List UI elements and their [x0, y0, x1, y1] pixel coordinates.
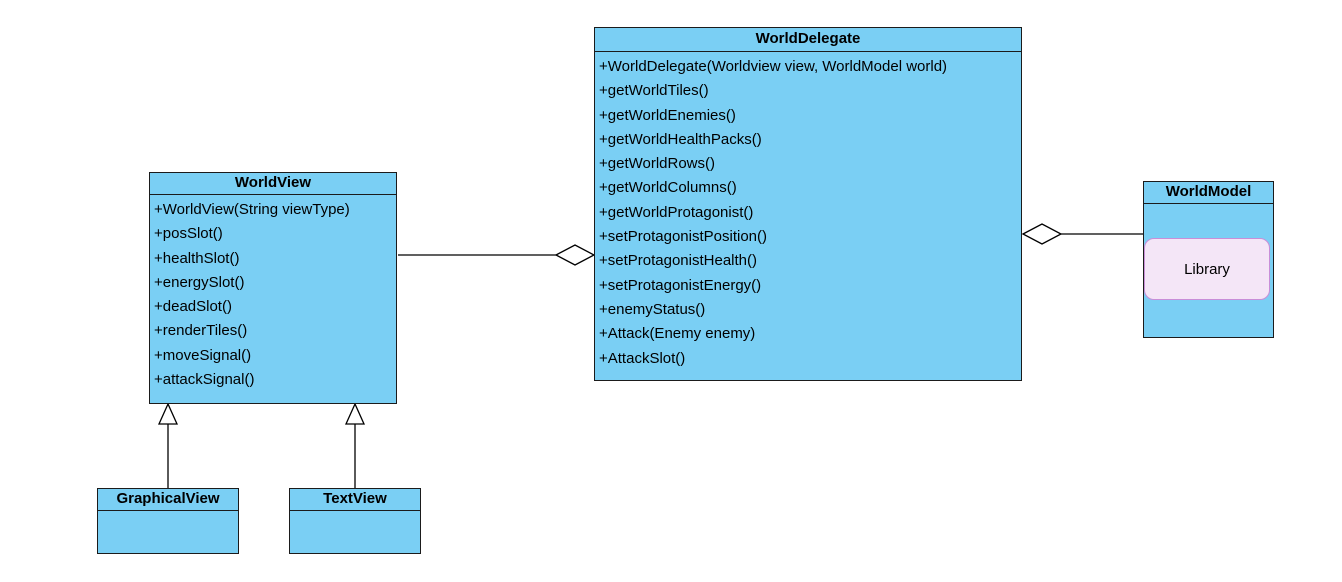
operation: +setProtagonistHealth() [599, 252, 757, 270]
operation: +getWorldHealthPacks() [599, 130, 762, 148]
class-name: WorldModel [1144, 182, 1273, 204]
class-name: TextView [290, 489, 420, 511]
operation: +WorldDelegate(Worldview view, WorldMode… [599, 58, 948, 75]
operation: +deadSlot() [154, 298, 232, 316]
class-name: WorldDelegate [595, 28, 1021, 52]
operation: +posSlot() [154, 225, 223, 243]
operation: +getWorldTiles() [599, 82, 709, 100]
operations-list: +WorldDelegate(Worldview view, WorldMode… [595, 52, 1021, 371]
operation: +energySlot() [154, 273, 245, 291]
library-component[interactable]: Library [1144, 238, 1270, 300]
aggregation-worldview-worlddelegate [398, 244, 596, 266]
operation: +enemyStatus() [599, 300, 706, 318]
operation: +attackSignal() [154, 371, 255, 389]
class-textview[interactable]: TextView [289, 488, 421, 554]
class-graphicalview[interactable]: GraphicalView [97, 488, 239, 554]
operations-list: +WorldView(String viewType) +posSlot() +… [150, 195, 396, 392]
operation: +getWorldColumns() [599, 179, 737, 197]
operation: +getWorldEnemies() [599, 106, 736, 124]
class-name: GraphicalView [98, 489, 238, 511]
operation: +setProtagonistEnergy() [599, 276, 762, 294]
operation: +Attack(Enemy enemy) [599, 325, 756, 343]
operation: +AttackSlot() [599, 349, 686, 367]
operation: +setProtagonistPosition() [599, 228, 768, 246]
operation: +getWorldRows() [599, 155, 716, 173]
class-name: WorldView [150, 173, 396, 195]
class-worlddelegate[interactable]: WorldDelegate +WorldDelegate(Worldview v… [594, 27, 1022, 381]
operation: +healthSlot() [154, 249, 240, 267]
generalization-textview-worldview [344, 402, 366, 488]
class-worldview[interactable]: WorldView +WorldView(String viewType) +p… [149, 172, 397, 404]
generalization-graphicalview-worldview [157, 402, 179, 488]
operation: +moveSignal() [154, 346, 252, 364]
operation: +renderTiles() [154, 322, 248, 340]
operation: +WorldView(String viewType) [154, 201, 350, 218]
operation: +getWorldProtagonist() [599, 203, 754, 221]
aggregation-worldmodel-worlddelegate [1021, 223, 1144, 245]
